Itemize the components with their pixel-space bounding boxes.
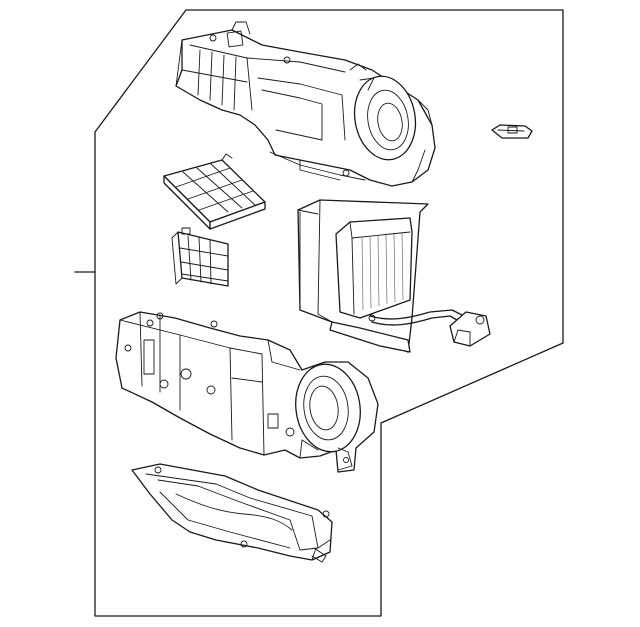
evaporator-core-assembly xyxy=(297,199,491,353)
small-bracket-clip xyxy=(491,124,533,139)
upper-filter-grid xyxy=(163,153,266,230)
upper-blower-housing xyxy=(175,21,436,187)
diagram-frame xyxy=(94,9,564,617)
lower-heater-housing xyxy=(115,311,379,473)
bottom-duct-cover xyxy=(131,463,333,563)
lower-filter-grid xyxy=(171,227,229,287)
